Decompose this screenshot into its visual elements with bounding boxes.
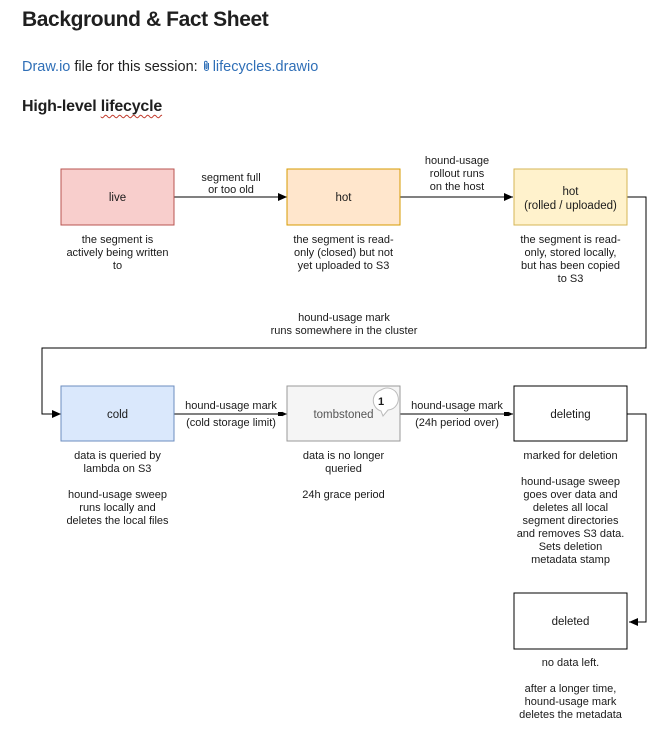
drawio-file-link[interactable]: lifecycles.drawio — [212, 59, 319, 75]
desc-line: hound-usage sweep — [521, 476, 620, 488]
node-hot-desc: the segment is read- only (closed) but n… — [293, 234, 394, 272]
page-title: Background & Fact Sheet — [22, 8, 269, 31]
section-title: High-level lifecycle — [22, 98, 162, 116]
edge-label-hot-rolled-1: hound-usage — [425, 155, 489, 167]
desc-line: queried — [325, 463, 362, 475]
edge-label-tomb-deleting-top: hound-usage mark — [411, 400, 503, 412]
node-deleted-label: deleted — [552, 616, 590, 628]
edge-hot-rolled-to-cold — [41, 196, 647, 418]
desc-line: only, stored locally, — [525, 247, 617, 259]
node-hot-rolled-desc: the segment is read- only, stored locall… — [520, 234, 621, 285]
node-hot-rolled-label-2: (rolled / uploaded) — [524, 200, 617, 212]
desc-line: the segment is read- — [293, 234, 394, 246]
desc-line: yet uploaded to S3 — [298, 260, 390, 272]
desc-line: deletes all local — [533, 502, 608, 514]
desc-line: Sets deletion — [539, 541, 603, 553]
desc-line: hound-usage mark — [525, 696, 617, 708]
paperclip-icon — [203, 60, 209, 71]
file-line-text: file for this session: — [74, 59, 198, 75]
desc-line: deletes the local files — [66, 515, 169, 527]
desc-line: to S3 — [558, 273, 584, 285]
node-hot — [286, 168, 401, 226]
desc-line: lambda on S3 — [84, 463, 152, 475]
edge-label-cold-tomb-bottom: (cold storage limit) — [186, 417, 276, 429]
node-live-desc: the segment is actively being written to — [66, 234, 168, 272]
desc-line: goes over data and — [523, 489, 617, 501]
node-tombstoned-desc: data is no longer queried 24h grace peri… — [302, 450, 385, 501]
node-deleting — [513, 385, 628, 442]
section-title-part: High-level — [22, 98, 97, 115]
node-cold-label: cold — [107, 409, 128, 421]
edge-label-rolled-cold-2: runs somewhere in the cluster — [271, 325, 418, 337]
desc-line: to — [113, 260, 122, 272]
desc-line: data is queried by — [74, 450, 161, 462]
node-hot-rolled-label-1: hot — [563, 186, 580, 198]
comment-badge[interactable]: 1 — [372, 387, 399, 417]
desc-line: only (closed) but not — [294, 247, 393, 259]
node-cold — [60, 385, 175, 442]
node-hot-label: hot — [336, 192, 353, 204]
desc-line: after a longer time, — [525, 683, 617, 695]
node-deleting-label: deleting — [550, 409, 590, 421]
edge-label-live-hot-1: segment full — [201, 172, 260, 184]
desc-line: 24h grace period — [302, 489, 385, 501]
desc-line: the segment is — [82, 234, 154, 246]
desc-line: actively being written — [66, 247, 168, 259]
drawio-link[interactable]: Draw.io — [22, 59, 71, 75]
desc-line: marked for deletion — [523, 450, 617, 462]
node-tombstoned-label: tombstoned — [313, 409, 373, 421]
desc-line: segment directories — [523, 515, 619, 527]
edge-label-cold-tomb-top: hound-usage mark — [185, 400, 277, 412]
node-deleting-desc: marked for deletion hound-usage sweep go… — [517, 450, 625, 566]
desc-line: no data left. — [542, 657, 600, 669]
drawio-file-line: Draw.io file for this session: lifecycles… — [22, 59, 318, 75]
node-live — [60, 168, 175, 226]
node-cold-desc: data is queried by lambda on S3 hound-us… — [66, 450, 169, 527]
comment-badge-count: 1 — [378, 396, 384, 408]
section-title-misspelled-word: lifecycle — [100, 98, 163, 115]
node-deleted — [513, 592, 628, 650]
edge-label-live-hot-2: or too old — [208, 184, 254, 196]
desc-line: runs locally and — [79, 502, 155, 514]
edge-deleting-to-deleted — [627, 413, 647, 626]
edge-label-rolled-cold-1: hound-usage mark — [298, 312, 390, 324]
node-deleted-desc: no data left. after a longer time, hound… — [519, 657, 623, 721]
node-hot-rolled — [513, 168, 628, 226]
edge-label-tomb-deleting-bottom: (24h period over) — [415, 417, 499, 429]
desc-line: but has been copied — [521, 260, 620, 272]
desc-line: data is no longer — [303, 450, 385, 462]
edge-label-hot-rolled-3: on the host — [430, 181, 484, 193]
desc-line: deletes the metadata — [519, 709, 623, 721]
node-live-label: live — [109, 192, 126, 204]
desc-line: metadata stamp — [531, 554, 610, 566]
edge-label-hot-rolled-2: rollout runs — [430, 168, 485, 180]
desc-line: the segment is read- — [520, 234, 621, 246]
desc-line: hound-usage sweep — [68, 489, 167, 501]
desc-line: and removes S3 data. — [517, 528, 625, 540]
